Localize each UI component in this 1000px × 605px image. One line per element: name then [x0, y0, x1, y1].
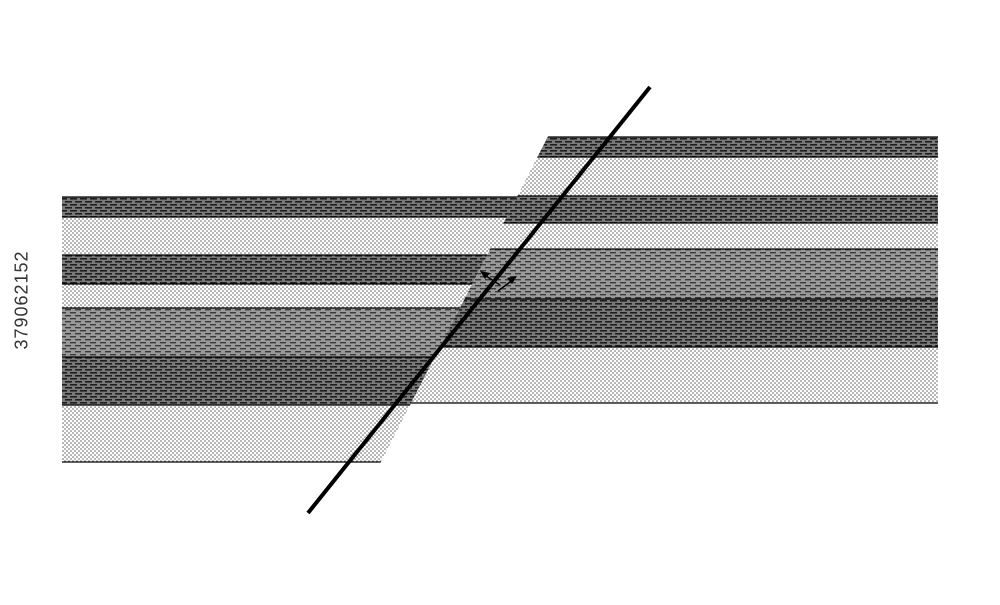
- hanging-wall-layer-2: [310, 157, 938, 196]
- stock-id-text: 379062152: [11, 250, 32, 350]
- hanging-wall-layer-1: [310, 137, 938, 157]
- fault-plane-line: [306, 85, 652, 515]
- footwall-down-arrow: [497, 276, 517, 292]
- footwall-layer-1: [62, 197, 618, 217]
- hanging-wall-up-arrow: [480, 271, 501, 286]
- footwall-layer-7: [62, 405, 618, 462]
